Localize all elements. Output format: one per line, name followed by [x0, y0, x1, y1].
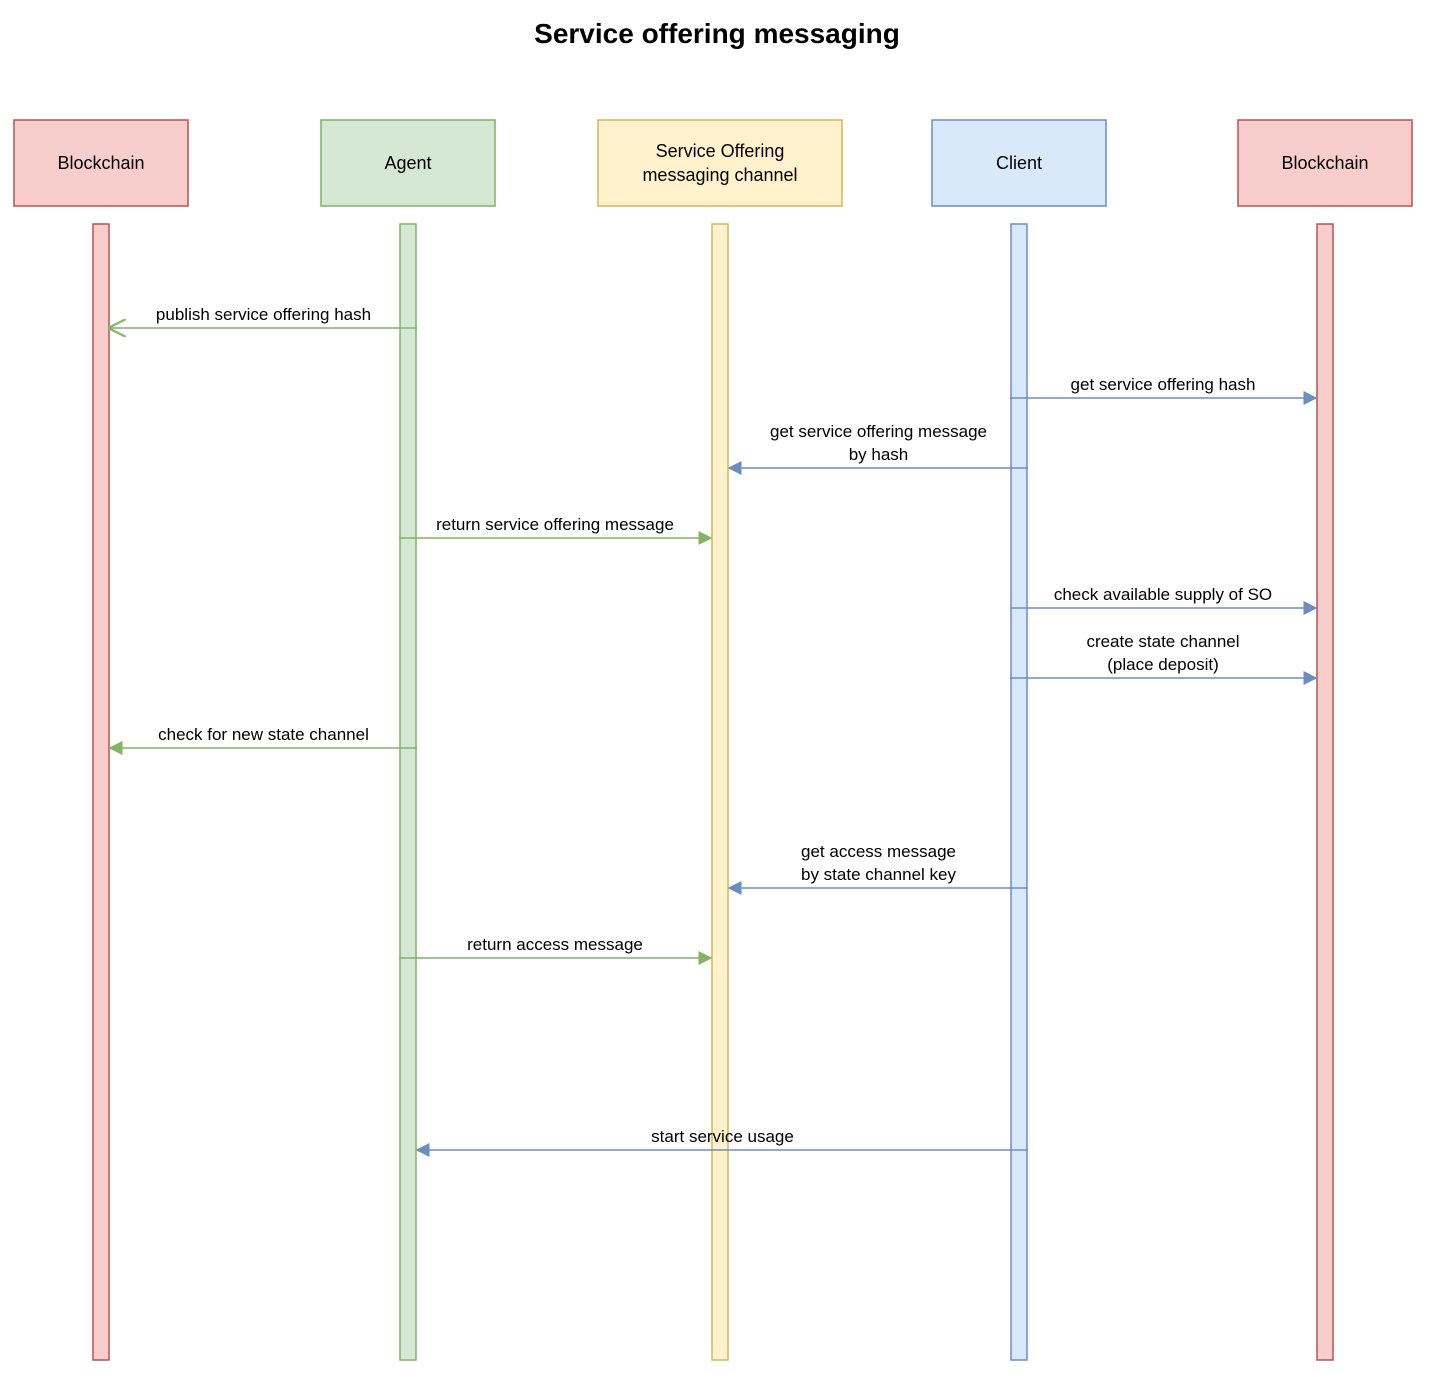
- message-label: get access message: [801, 842, 956, 861]
- message-label: return service offering message: [436, 515, 674, 534]
- lifeline: [399, 223, 417, 1361]
- participant-label: Client: [996, 153, 1042, 173]
- message-label: publish service offering hash: [156, 305, 371, 324]
- participant-label: Service Offering: [656, 141, 785, 161]
- message-label: check for new state channel: [158, 725, 369, 744]
- message-arrow: get service offering message by hash: [727, 422, 1028, 475]
- message-arrow: check available supply of SO: [1010, 585, 1318, 615]
- participant-header-box: [320, 119, 496, 207]
- message-arrow: check for new state channel: [108, 725, 417, 755]
- participant-header-box: [597, 119, 843, 207]
- message-label: (place deposit): [1107, 655, 1219, 674]
- diagram-title: Service offering messaging: [534, 18, 900, 49]
- message-label: by state channel key: [801, 865, 956, 884]
- message-arrow: get service offering hash: [1010, 375, 1318, 405]
- participant-so-channel: Service Offering messaging channel: [597, 119, 843, 1361]
- participant-header-box: [1237, 119, 1413, 207]
- lifeline: [1010, 223, 1028, 1361]
- participant-agent: Agent: [320, 119, 496, 1361]
- participant-label: messaging channel: [642, 165, 797, 185]
- message-label: return access message: [467, 935, 643, 954]
- lifeline: [92, 223, 110, 1361]
- message-label: start service usage: [651, 1127, 794, 1146]
- participant-label: Blockchain: [1281, 153, 1368, 173]
- participant-blockchain-right: Blockchain: [1237, 119, 1413, 1361]
- message-label: check available supply of SO: [1054, 585, 1272, 604]
- participants-layer: Blockchain Agent Service Offering messaging…: [13, 119, 1413, 1361]
- lifeline: [711, 223, 729, 1361]
- message-arrow: start service usage: [415, 1127, 1028, 1157]
- message-arrow: return access message: [399, 935, 713, 965]
- message-arrow: get access message by state channel key: [727, 842, 1028, 895]
- message-label: by hash: [849, 445, 909, 464]
- message-arrow: return service offering message: [399, 515, 713, 545]
- participant-blockchain-left: Blockchain: [13, 119, 189, 1361]
- participant-client: Client: [931, 119, 1107, 1361]
- message-arrow: create state channel (place deposit): [1010, 632, 1318, 685]
- participant-label: Blockchain: [57, 153, 144, 173]
- message-label: get service offering message: [770, 422, 987, 441]
- messages-layer: publish service offering hash get service…: [108, 305, 1318, 1157]
- participant-label: Agent: [384, 153, 431, 173]
- lifeline: [1316, 223, 1334, 1361]
- message-label: get service offering hash: [1071, 375, 1256, 394]
- participant-header-box: [931, 119, 1107, 207]
- message-label: create state channel: [1086, 632, 1239, 651]
- participant-header-box: [13, 119, 189, 207]
- message-arrow: publish service offering hash: [110, 305, 417, 328]
